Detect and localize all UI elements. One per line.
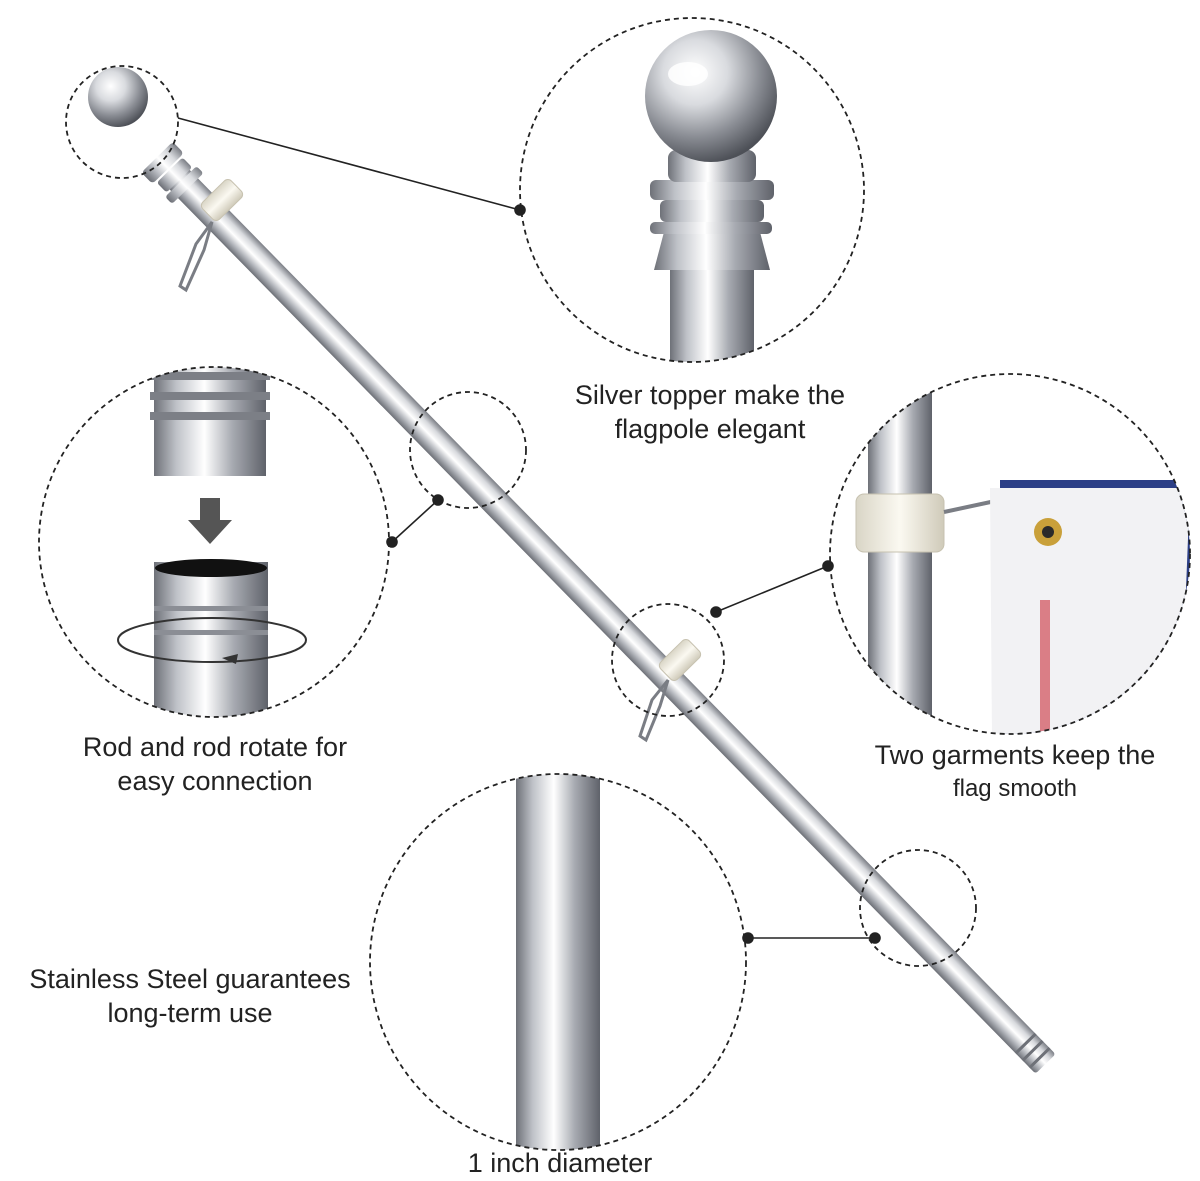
callout-steel-small [859,849,977,967]
callout-joint-small [409,391,527,509]
caption-garments: Two garments keep the flag smooth [874,740,1156,802]
pole-clip-lower [638,679,670,743]
caption-topper: Silver topper make the flagpole elegant [574,380,846,444]
pole-topper [142,143,203,203]
pole-ring-upper [200,179,244,221]
detail-connection [38,366,390,718]
leader-lines [177,117,881,944]
detail-steel [369,773,747,1151]
pole-ring-lower [658,639,702,681]
caption-connection: Rod and rod rotate for easy connection [82,732,348,796]
pole-clip-upper [178,221,214,293]
rotate-arrow-icon [117,617,307,663]
down-arrow-icon [188,498,232,544]
flagpole [169,169,1055,1073]
pole-ball [88,67,148,127]
caption-steel: Stainless Steel guarantees long-term use [29,964,351,1028]
caption-diameter: 1 inch diameter [467,1148,653,1178]
callout-topper-small [65,65,179,179]
callout-ring-small [611,603,725,717]
detail-topper [519,17,865,363]
